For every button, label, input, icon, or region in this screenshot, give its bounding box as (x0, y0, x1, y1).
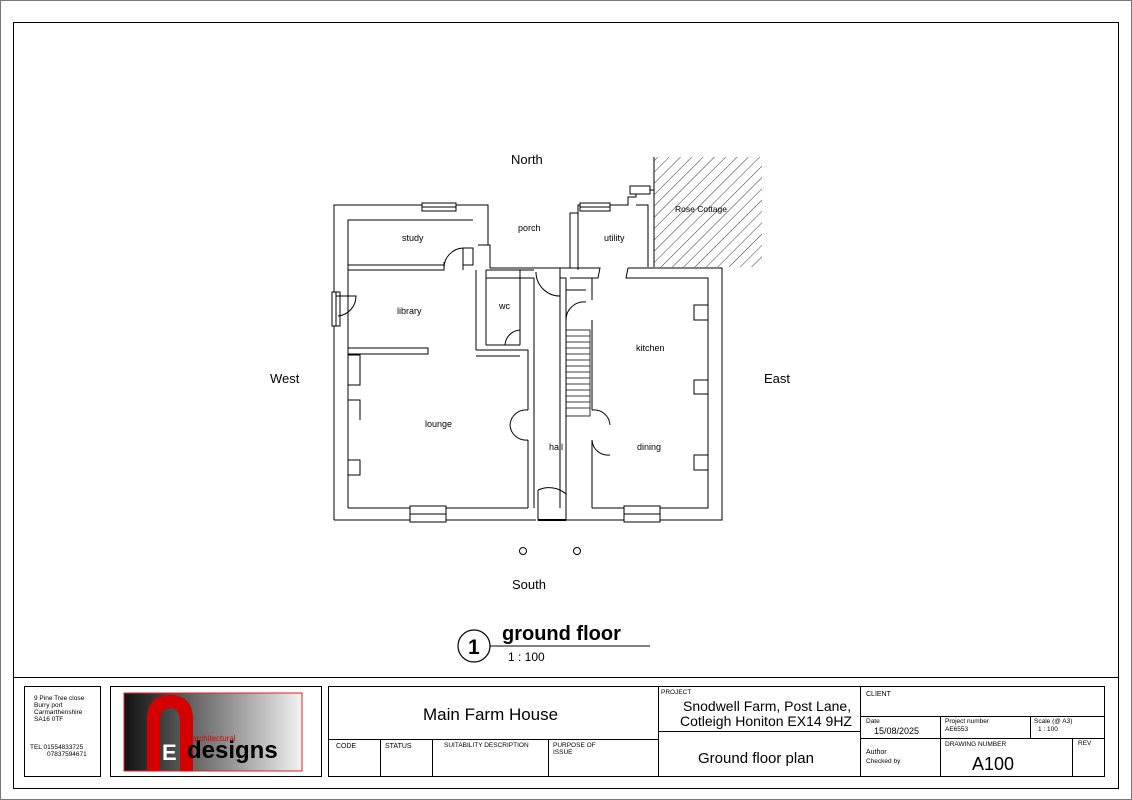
room-dining: dining (637, 442, 661, 452)
sheet-inner-border (13, 22, 1119, 789)
room-lounge: lounge (425, 419, 452, 429)
client-label: CLIENT (866, 691, 891, 698)
compass-west: West (270, 371, 300, 386)
title-block-frame (13, 677, 1119, 777)
drawing-number-value: A100 (972, 754, 1015, 774)
rev-label: REV (1078, 740, 1092, 747)
room-study: study (402, 233, 424, 243)
phone-line-2: 07837594671 (47, 751, 87, 758)
compass-south: South (512, 577, 546, 592)
room-kitchen: kitchen (636, 343, 665, 353)
walls (333, 189, 723, 521)
room-library: library (397, 306, 422, 316)
drawing-number-label: DRAWING NUMBER (945, 741, 1007, 748)
status-label: STATUS (385, 743, 412, 750)
project-line-2: Cotleigh Honiton EX14 9HZ (680, 713, 852, 729)
project-number-value: AE6553 (945, 726, 969, 733)
compass-north: North (511, 152, 543, 167)
purpose-label: PURPOSE OF ISSUE (553, 742, 596, 756)
doors (336, 247, 611, 521)
company-logo: E architectural designs (123, 692, 303, 772)
scale-value: 1 : 100 (1038, 726, 1058, 733)
logo-word-big: designs (187, 737, 278, 764)
view-number: 1 (468, 636, 480, 659)
logo-letter-small: E (162, 740, 177, 765)
room-utility: utility (604, 233, 625, 243)
sheet-title: Ground floor plan (698, 750, 814, 767)
staircase (565, 329, 591, 417)
date-label: Date (866, 718, 880, 725)
room-porch: porch (518, 223, 541, 233)
date-value: 15/08/2025 (874, 726, 920, 736)
bollard-right (573, 547, 581, 555)
checked-label: Checked by (866, 758, 901, 765)
address-line-4: SA16 0TF (34, 716, 64, 723)
logo-word-small: architectural (192, 734, 236, 743)
scale-label: Scale (@ A3) (1034, 718, 1073, 725)
project-line-1: Snodwell Farm, Post Lane, (683, 698, 852, 714)
view-scale: 1 : 100 (508, 650, 545, 664)
project-label: PROJECT (661, 689, 692, 696)
view-title: ground floor (502, 623, 621, 645)
bollard-left (519, 547, 527, 555)
code-label: CODE (336, 743, 357, 750)
address-line-1: 9 Pine Tree close (34, 695, 85, 702)
room-hall: hall (549, 442, 563, 452)
phone-line-1: TEL 01554833725 (30, 744, 84, 751)
neighbour-label: Rose Cottage (675, 204, 727, 214)
compass-east: East (764, 371, 790, 386)
suitability-label: SUITABILITY DESCRIPTION (444, 742, 529, 749)
room-wc: wc (498, 301, 510, 311)
address-line-3: Carmarthenshire (34, 709, 83, 716)
rose-cottage-hatch (653, 157, 762, 267)
drawing-name: Main Farm House (423, 705, 559, 724)
project-number-label: Project number (945, 718, 990, 725)
windows (331, 185, 661, 523)
author-label: Author (866, 749, 887, 756)
address-line-2: Burry port (34, 702, 63, 709)
